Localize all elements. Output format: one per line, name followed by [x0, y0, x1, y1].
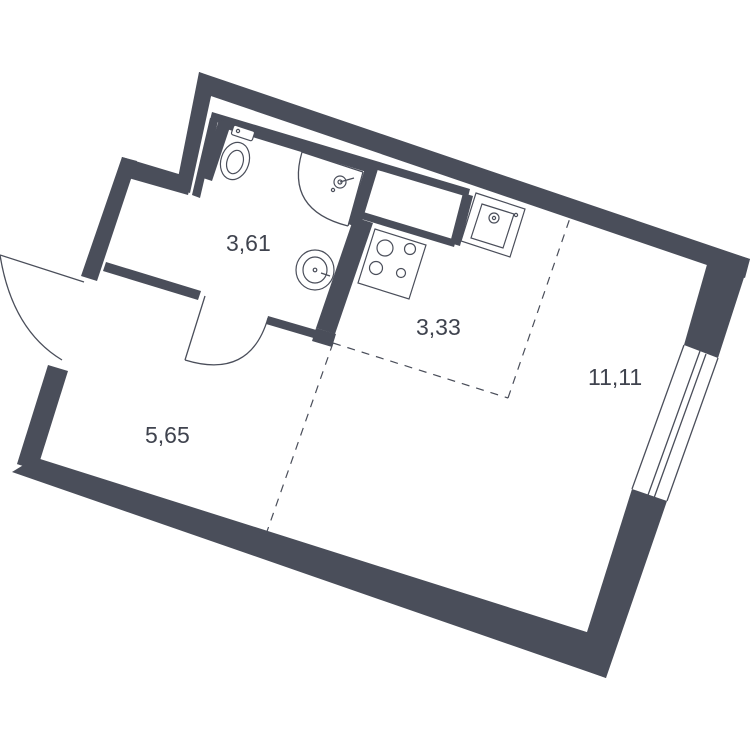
wall-right-upper — [684, 247, 750, 358]
toilet-icon — [219, 124, 256, 181]
door-icon — [0, 254, 269, 366]
wall-top-inner — [210, 112, 470, 197]
kitchen-area: 3,33 — [416, 314, 461, 340]
stove-icon — [357, 228, 427, 300]
wall-duct-right — [450, 193, 473, 246]
wall-step — [118, 157, 192, 195]
wall-bottom-thick — [12, 461, 610, 678]
sink-icon — [460, 192, 526, 258]
hallway-area: 5,65 — [145, 422, 190, 448]
zone-dividers — [263, 217, 571, 541]
wall-top — [199, 72, 750, 278]
window-icon — [631, 344, 719, 502]
wall-left-lower — [17, 365, 68, 470]
wall-right-lower — [576, 489, 667, 678]
wall-duct-bottom — [358, 211, 456, 247]
wall-bath-inner-left — [200, 120, 231, 181]
wall-bath-corner — [312, 328, 336, 347]
walls — [12, 72, 750, 678]
shower-icon — [297, 151, 364, 227]
area-labels: 3,61 3,33 11,11 5,65 — [145, 230, 642, 448]
wall-left-upper — [81, 157, 137, 281]
wall-hall-divider — [103, 262, 201, 300]
bathroom-area: 3,61 — [226, 230, 271, 256]
wall-bath-kitchen — [316, 217, 373, 334]
wall-bath-left-thin — [192, 118, 218, 198]
wall-shower-top — [220, 120, 376, 174]
washbasin-icon — [295, 249, 335, 291]
wall-upper-left — [176, 72, 215, 193]
living-area: 11,11 — [588, 364, 642, 390]
wall-shower-right — [348, 165, 378, 228]
